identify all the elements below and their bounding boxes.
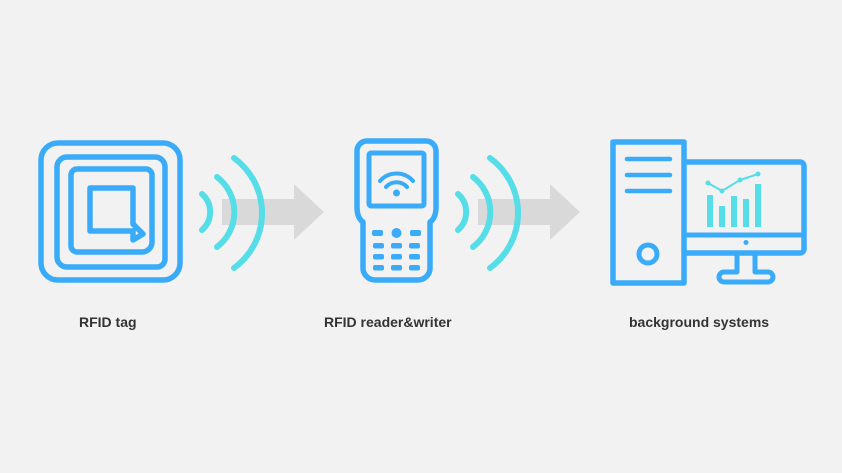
label-rfid-reader-writer: RFID reader&writer [324, 314, 452, 330]
desktop-computer-icon [610, 139, 807, 286]
label-rfid-tag: RFID tag [79, 314, 137, 330]
radio-waves-icon [455, 155, 521, 271]
label-background-systems: background systems [629, 314, 770, 330]
radio-waves-icon [199, 155, 265, 271]
handheld-reader-icon [354, 138, 439, 283]
rfid-tag-icon [38, 140, 183, 283]
